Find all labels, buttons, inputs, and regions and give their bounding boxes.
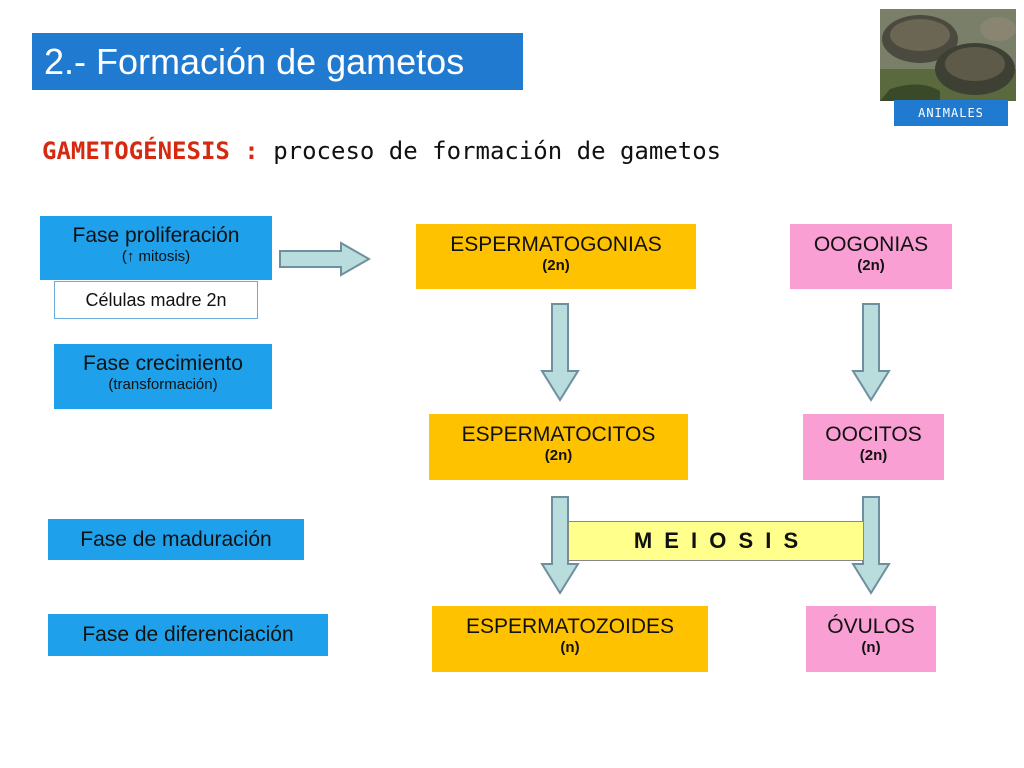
phase-differentiation-label: Fase de diferenciación <box>82 623 294 646</box>
oogonia-label: OOGONIAS <box>813 233 929 256</box>
spermatozoa-ploidy: (n) <box>560 639 580 656</box>
oocyte-box: OOCITOS (2n) <box>803 414 944 480</box>
spermatogonia-box: ESPERMATOGONIAS (2n) <box>416 224 696 289</box>
meiosis-bar: M E I O S I S <box>568 521 864 561</box>
spermatocyte-ploidy: (2n) <box>544 447 573 464</box>
phase-growth-label: Fase crecimiento <box>83 352 243 375</box>
right-arrow-icon <box>279 241 372 277</box>
oogonia-ploidy: (2n) <box>857 257 885 274</box>
stem-cells-label: Células madre 2n <box>54 281 258 319</box>
page-title: 2.- Formación de gametos <box>32 33 523 90</box>
phase-differentiation: Fase de diferenciación <box>48 614 328 656</box>
photo-caption: ANIMALES <box>894 100 1008 126</box>
tortoise-image <box>880 9 1016 101</box>
spermatogonia-label: ESPERMATOGONIAS <box>450 233 662 256</box>
phase-maturation-label: Fase de maduración <box>80 528 272 551</box>
down-arrow-icon <box>540 496 580 595</box>
spermatocyte-box: ESPERMATOCITOS (2n) <box>429 414 688 480</box>
spermatocyte-label: ESPERMATOCITOS <box>461 423 656 446</box>
definition-line: GAMETOGÉNESIS : proceso de formación de … <box>42 133 721 169</box>
definition-term: GAMETOGÉNESIS : <box>42 137 259 165</box>
oogonia-box: OOGONIAS (2n) <box>790 224 952 289</box>
spermatozoa-label: ESPERMATOZOIDES <box>465 615 675 638</box>
ovum-label: ÓVULOS <box>827 615 915 638</box>
definition-text: proceso de formación de gametos <box>273 137 722 165</box>
phase-proliferation: Fase proliferación (↑ mitosis) <box>40 216 272 280</box>
down-arrow-icon <box>851 303 891 402</box>
down-arrow-icon <box>851 496 891 595</box>
ovum-ploidy: (n) <box>861 639 881 656</box>
spermatozoa-box: ESPERMATOZOIDES (n) <box>432 606 708 672</box>
oocyte-ploidy: (2n) <box>859 447 888 464</box>
phase-growth: Fase crecimiento (transformación) <box>54 344 272 409</box>
down-arrow-icon <box>540 303 580 402</box>
phase-maturation: Fase de maduración <box>48 519 304 560</box>
phase-growth-note: (transformación) <box>108 376 218 393</box>
phase-proliferation-label: Fase proliferación <box>72 224 240 247</box>
tortoise-photo <box>880 9 1016 101</box>
ovum-box: ÓVULOS (n) <box>806 606 936 672</box>
spermatogonia-ploidy: (2n) <box>542 257 570 274</box>
oocyte-label: OOCITOS <box>825 423 922 446</box>
phase-proliferation-note: (↑ mitosis) <box>121 248 191 265</box>
